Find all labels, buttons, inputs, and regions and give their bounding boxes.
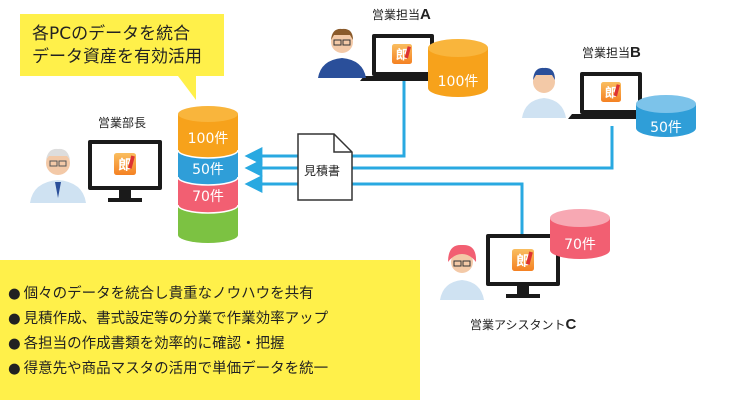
rep-a-database-icon — [428, 39, 488, 97]
benefit-item: 得意先や商品マスタの活用で単価データを統一 — [8, 357, 420, 382]
arrow-from-assistant — [244, 175, 524, 238]
central-database-icon — [177, 106, 239, 243]
rep-b-label-text: 営業担当 — [582, 46, 631, 60]
benefit-item: 各担当の作成書類を効率的に確認・把握 — [8, 332, 420, 357]
callout-line-1: 各PCのデータを統合 — [32, 24, 191, 44]
benefit-item: 個々のデータを統合し貴重なノウハウを共有 — [8, 282, 420, 307]
benefits-list: 個々のデータを統合し貴重なノウハウを共有 見積作成、書式設定等の分業で作業効率ア… — [0, 260, 420, 382]
benefit-item: 見積作成、書式設定等の分業で作業効率アップ — [8, 307, 420, 332]
rep-b-db-label: 50件 — [650, 120, 682, 136]
rep-a-letter: A — [420, 6, 431, 23]
assistant-database-icon — [550, 209, 610, 259]
arrow-from-rep-b — [244, 126, 614, 177]
rep-a-label: 営業担当A — [372, 6, 431, 23]
assistant-person-icon — [440, 244, 484, 300]
manager-monitor-icon — [88, 140, 162, 202]
callout-box: 各PCのデータを統合 データ資産を有効活用 — [20, 14, 224, 76]
rep-a-person-icon — [318, 28, 366, 78]
rep-a-db-label: 100件 — [437, 74, 479, 90]
assistant-app-icon — [512, 249, 534, 271]
document-icon — [297, 133, 353, 201]
callout-line-2: データ資産を有効活用 — [32, 47, 202, 67]
rep-b-letter: B — [630, 44, 641, 61]
central-db-segment-1: 100件 — [187, 131, 229, 147]
rep-b-app-icon — [601, 82, 621, 102]
assistant-letter: C — [565, 316, 577, 333]
rep-b-label: 営業担当B — [582, 44, 641, 61]
assistant-db-label: 70件 — [564, 237, 596, 253]
central-db-segment-3: 70件 — [192, 189, 224, 205]
assistant-label-text: 営業アシスタント — [470, 318, 566, 332]
document-label: 見積書 — [304, 164, 341, 178]
manager-label: 営業部長 — [98, 116, 147, 130]
rep-a-label-text: 営業担当 — [372, 8, 421, 22]
manager-app-icon — [114, 153, 136, 175]
assistant-monitor-icon — [486, 234, 560, 298]
rep-a-app-icon — [392, 44, 412, 64]
rep-b-person-icon — [522, 67, 566, 118]
rep-a-laptop-icon — [360, 34, 446, 81]
assistant-label: 営業アシスタントC — [470, 316, 576, 333]
manager-person-icon — [30, 148, 86, 203]
callout-pointer — [178, 76, 196, 100]
benefits-box: 個々のデータを統合し貴重なノウハウを共有 見積作成、書式設定等の分業で作業効率ア… — [0, 260, 420, 400]
rep-b-laptop-icon — [568, 72, 654, 119]
central-db-segment-2: 50件 — [192, 162, 224, 178]
rep-b-database-icon — [636, 95, 696, 137]
